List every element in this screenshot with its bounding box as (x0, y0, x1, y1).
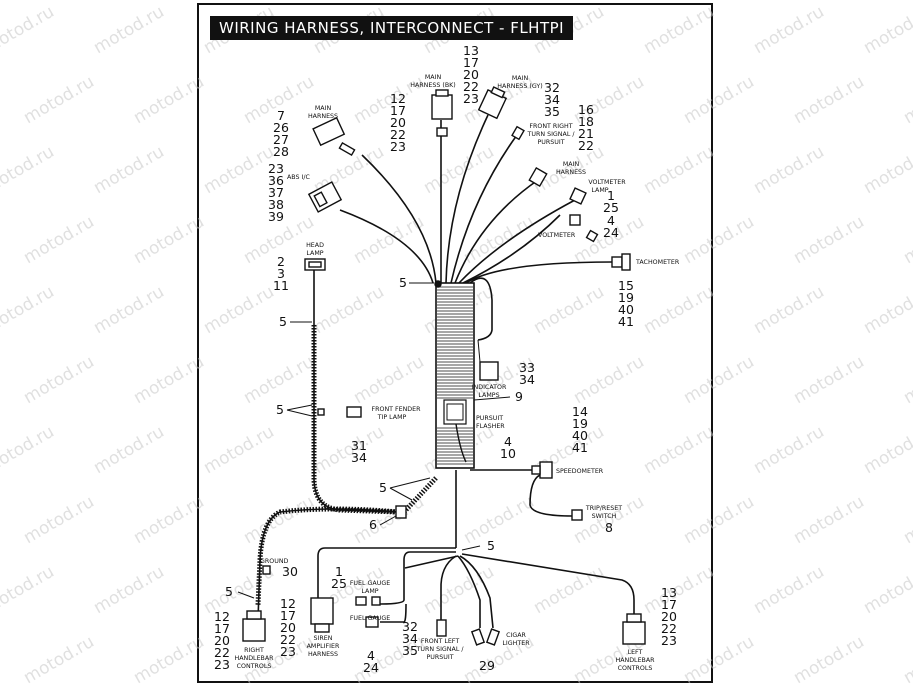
front-left-turn-connector (436, 619, 447, 637)
ref-5-clamp: 5 (379, 480, 387, 495)
svg-text:ABS I/C: ABS I/C (287, 174, 310, 181)
indicator-lamps-box (479, 361, 499, 381)
refs-cigar-lighter: 29 (479, 658, 495, 673)
siren-amplifier-connector (310, 597, 334, 633)
ref-5-headlamp: 5 (279, 314, 287, 329)
right-handlebar-connector (242, 610, 266, 642)
voltmeter-connector (569, 214, 581, 226)
trip-reset-switch (571, 509, 583, 521)
diagram-title: WIRING HARNESS, INTERCONNECT - FLHTPI (210, 16, 574, 40)
tachometer-connector (611, 253, 631, 271)
left-handlebar-connector (622, 613, 646, 645)
ref-5-right: 5 (225, 584, 233, 599)
fuel-gauge-lamp-connector (355, 596, 381, 606)
components (242, 86, 646, 646)
main-harness-bk-label-1: MAIN (425, 74, 442, 81)
svg-text:FUEL GAUGE: FUEL GAUGE (350, 615, 390, 622)
wires (257, 114, 635, 629)
ref-6: 6 (369, 517, 377, 532)
main-harness-left-plug (338, 141, 356, 157)
voltmeter-lamp-connector (569, 187, 587, 205)
ref-5-conduit: 5 (399, 275, 407, 290)
speedometer-connector (531, 461, 553, 479)
ground-lug (262, 565, 271, 575)
leader-lines (237, 282, 511, 599)
harness-clamp (395, 505, 407, 519)
main-harness-bk-label-2: HARNESS (BK) (410, 82, 455, 89)
head-lamp-connector (304, 258, 326, 271)
svg-text:VOLTMETER: VOLTMETER (538, 232, 576, 239)
conduit-junction (434, 280, 442, 288)
svg-text:GROUND: GROUND (260, 558, 289, 565)
ref-9: 9 (515, 389, 523, 404)
refs-ground: 30 (282, 564, 298, 579)
main-harness-left-connector (312, 116, 346, 147)
main-harness-gy-connector (477, 86, 508, 120)
ref-5-fender: 5 (276, 402, 284, 417)
cigar-lighter-connector (470, 628, 501, 646)
main-harness-bk-connector (431, 89, 453, 137)
main-conduit (435, 282, 475, 469)
voltmeter-plug (585, 229, 599, 243)
ref-5-lower: 5 (487, 538, 495, 553)
svg-text:SPEEDOMETER: SPEEDOMETER (556, 468, 604, 475)
refs-trip-reset: 8 (605, 520, 613, 535)
abs-ic-connector (307, 181, 343, 213)
front-right-turn-connector (511, 125, 525, 141)
svg-text:TACHOMETER: TACHOMETER (635, 259, 680, 266)
fuel-gauge-connector (365, 616, 379, 628)
main-harness-right-connector (528, 166, 548, 188)
front-fender-tip-lamp-connector (317, 406, 362, 418)
